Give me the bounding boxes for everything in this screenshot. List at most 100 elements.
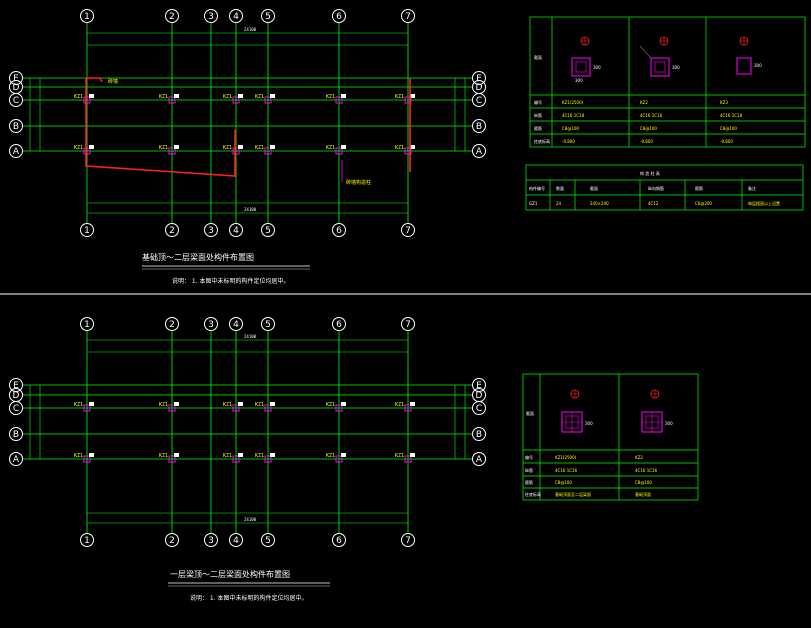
table-cell: 纵筋 (525, 467, 533, 473)
axis-bubble (472, 378, 486, 392)
header-cell: 截面 (526, 410, 534, 416)
axis-bubble (204, 533, 218, 547)
table-cell: C8@100 (640, 126, 657, 131)
column-label: KZ1 (74, 402, 83, 408)
axis-bubble (261, 223, 275, 237)
axis-label-row: E (13, 381, 19, 391)
column-tag-box (174, 94, 179, 98)
section-sketch-kz1: 300 300 (571, 36, 601, 83)
column-label: KZ1 (223, 145, 232, 151)
axis-label-col: 4 (233, 320, 239, 330)
axis-bubble (229, 317, 243, 331)
axis-bubble (472, 427, 486, 441)
table-cell: KZ1(2500) (555, 455, 577, 460)
column-marker (83, 96, 91, 104)
column-tag-box (410, 145, 415, 149)
table-header-cell: 数量 (556, 185, 564, 191)
axis-bubble (9, 401, 23, 415)
axis-label-row: A (476, 455, 483, 465)
section-sketch-kz3: 300 (736, 36, 762, 75)
axis-label-col: 3 (208, 226, 214, 236)
plan-bottom-note: 说明： 1. 本图中未标明的构件定位均居中。 (190, 594, 308, 602)
axis-label-row: A (13, 455, 20, 465)
column-marker (83, 404, 91, 412)
axis-bubble (229, 533, 243, 547)
table-cell: KZ3 (720, 100, 728, 105)
table-cell: KZ2 (635, 455, 643, 460)
axis-label-col: 7 (405, 320, 411, 330)
axis-bubble (80, 533, 94, 547)
column-marker (264, 455, 272, 463)
axis-label-col: 7 (405, 226, 411, 236)
section-sketch-kz2-b: 300 (641, 389, 673, 433)
table-cell: 240×240 (590, 201, 609, 206)
axis-label-col: 7 (405, 12, 411, 22)
axis-label-row: B (476, 122, 482, 132)
axis-label-col: 5 (265, 226, 271, 236)
axis-label-col: 1 (84, 320, 90, 330)
axis-label-row: E (476, 74, 482, 84)
plan-top-note: 说明： 1. 本图中未标明的构件定位均居中。 (172, 277, 290, 285)
table-cell: 4C16 1C18 (720, 113, 743, 118)
axis-bubble (9, 119, 23, 133)
axis-bubble (261, 9, 275, 23)
column-label: KZ1 (255, 453, 264, 459)
column-marker (335, 147, 343, 155)
column-tag-box (341, 453, 346, 457)
gz-table-title: 构 造 柱 表 (640, 170, 660, 176)
axis-label-row: D (13, 83, 20, 93)
column-label: KZ1 (223, 94, 232, 100)
column-label: KZ1 (74, 453, 83, 459)
axis-bubble (165, 9, 179, 23)
plan-top-title: 基础顶～二层梁面处构件布置图 (142, 252, 254, 262)
column-label: KZ1 (74, 94, 83, 100)
overall-dimension: 24100 (244, 334, 257, 339)
column-tag-box (410, 453, 415, 457)
column-label: KZ1 (326, 402, 335, 408)
table-cell: 4C16 1C16 (635, 468, 658, 473)
table-cell: 4C16 1C16 (640, 113, 663, 118)
svg-text:300: 300 (665, 421, 673, 426)
column-marker (83, 147, 91, 155)
table-cell: C8@100 (635, 480, 652, 485)
column-tag-box (89, 94, 94, 98)
column-marker (264, 96, 272, 104)
axis-label-col: 4 (233, 226, 239, 236)
axis-label-col: 3 (208, 12, 214, 22)
column-marker (404, 147, 412, 155)
axis-bubble (401, 317, 415, 331)
axis-label-row: E (13, 74, 19, 84)
column-marker (264, 404, 272, 412)
svg-text:300: 300 (754, 63, 762, 68)
table-cell: -0.800 (562, 139, 575, 144)
axis-label-col: 1 (84, 12, 90, 22)
column-label: KZ1 (255, 145, 264, 151)
column-label: KZ1 (159, 145, 168, 151)
header-cell: 截面 (534, 54, 542, 60)
overall-dimension: 24100 (244, 517, 257, 522)
axis-label-col: 2 (169, 320, 175, 330)
column-marker (168, 404, 176, 412)
axis-label-row: A (13, 147, 20, 157)
column-tag-box (410, 94, 415, 98)
axis-bubble (229, 223, 243, 237)
table-cell: 24 (556, 201, 562, 206)
table-cell: 柱底标高 (525, 491, 541, 497)
axis-bubble (9, 93, 23, 107)
table-cell: 箍筋 (525, 479, 533, 485)
axis-label-row: C (476, 96, 482, 106)
column-label: KZ1 (223, 402, 232, 408)
column-marker (83, 455, 91, 463)
axis-label-col: 6 (336, 320, 342, 330)
table-cell: 4C16 1C18 (562, 113, 585, 118)
table-header-cell: 纵向钢筋 (648, 185, 664, 191)
column-marker (232, 455, 240, 463)
section-sketch-kz1-b: 300 (561, 389, 593, 433)
axis-bubble (9, 452, 23, 466)
column-label: KZ1 (326, 94, 335, 100)
column-marker (232, 147, 240, 155)
column-tag-box (270, 402, 275, 406)
section-sketch-kz2: 300 (639, 36, 680, 77)
